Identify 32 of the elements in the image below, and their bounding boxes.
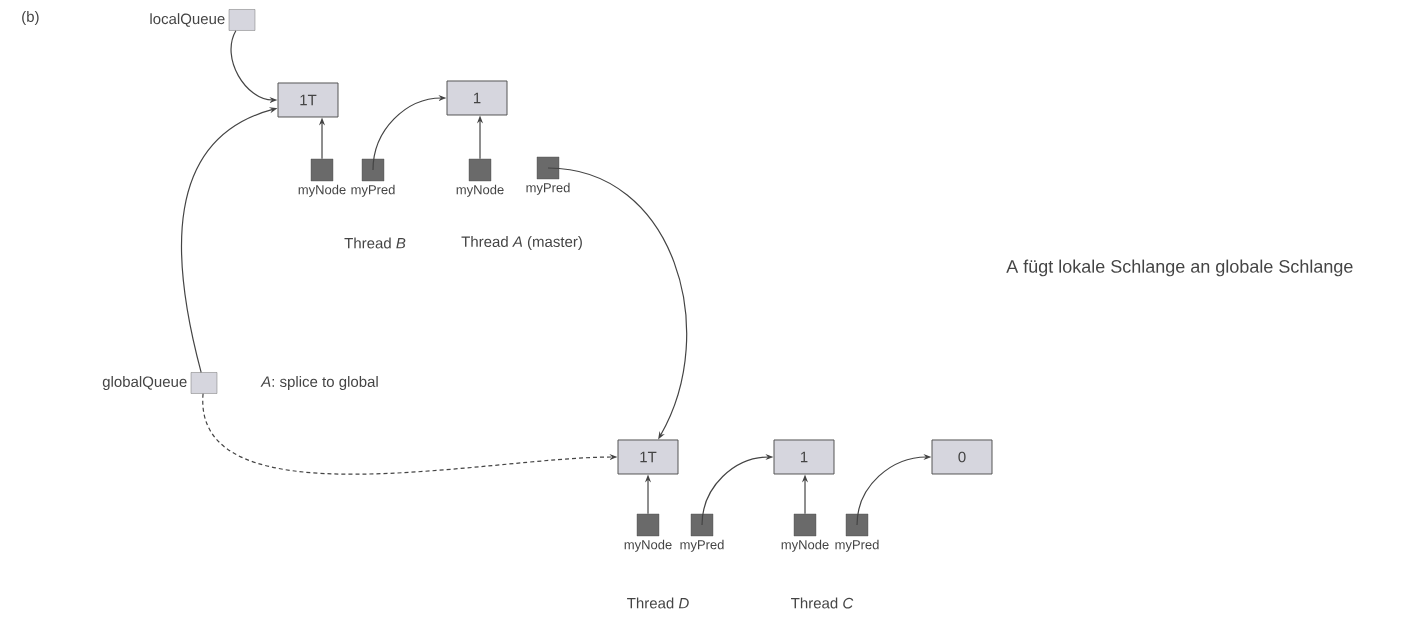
node-label: myPred — [680, 539, 724, 552]
node-label: myNode — [456, 184, 504, 197]
variable-box: myPred — [351, 158, 395, 197]
node-label: myPred — [835, 539, 879, 552]
text-label: A: splice to global — [260, 376, 378, 390]
text-label: Thread B — [344, 237, 406, 249]
text-label: (b) — [22, 11, 39, 25]
node-label: myNode — [624, 539, 672, 552]
text-label: A fügt lokale Schlange an globale Schlange — [1006, 259, 1353, 277]
variable-box: myNode — [624, 513, 672, 552]
node-label: localQueue — [150, 13, 225, 27]
node-label: globalQueue — [102, 376, 187, 390]
variable-box: myNode — [456, 158, 504, 197]
variable-box: myPred — [680, 513, 724, 552]
text-label: Thread A (master) — [461, 236, 582, 250]
text-label: Thread C — [791, 597, 854, 609]
pointer-box: localQueue — [150, 9, 256, 31]
queue-node-box: 1T — [617, 439, 679, 475]
variable-box: myPred — [835, 513, 879, 552]
node-label: myPred — [526, 182, 570, 195]
node-label: myNode — [298, 184, 346, 197]
pointer-box: globalQueue — [102, 372, 218, 394]
node-label: myPred — [351, 184, 395, 197]
text-label: Thread D — [627, 597, 689, 609]
variable-box: myNode — [781, 513, 829, 552]
queue-node-box: 0 — [931, 439, 993, 475]
queue-node-box: 1T — [277, 82, 339, 118]
node-label: myNode — [781, 539, 829, 552]
variable-box: myPred — [526, 156, 570, 195]
queue-node-box: 1 — [773, 439, 835, 475]
queue-node-box: 1 — [446, 80, 508, 116]
variable-box: myNode — [298, 158, 346, 197]
